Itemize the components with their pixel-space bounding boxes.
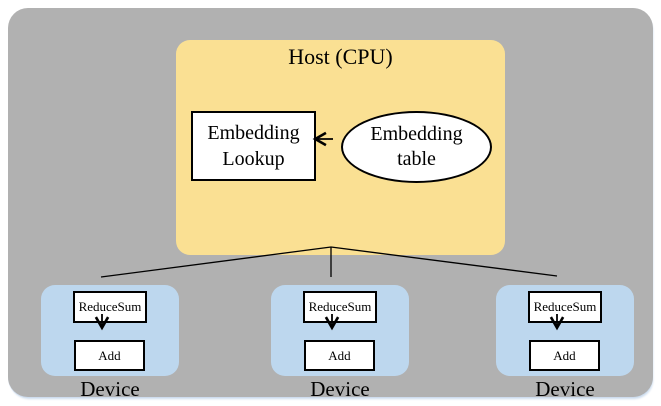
host-title: Host (CPU) (288, 44, 393, 69)
add-label-2: Add (328, 347, 351, 363)
host-cpu-container: Host (CPU) Embedding Lookup Embedding ta… (176, 40, 505, 255)
device-label-2: Device (310, 377, 370, 401)
device-group-2: ReduceSum Add Device (271, 285, 409, 405)
reducesum-node-3: ReduceSum (528, 291, 602, 323)
embedding-table-label-line2: table (397, 148, 436, 170)
add-node-3: Add (529, 340, 600, 371)
device-label-1: Device (80, 377, 140, 401)
reducesum-label-3: ReduceSum (533, 299, 597, 314)
embedding-lookup-node: Embedding Lookup (191, 111, 316, 181)
embedding-table-label-line1: Embedding (370, 123, 463, 145)
device-group-3: ReduceSum Add Device (496, 285, 634, 405)
reducesum-node-2: ReduceSum (303, 291, 377, 323)
add-node-2: Add (304, 340, 375, 371)
diagram-canvas: Host (CPU) Embedding Lookup Embedding ta… (8, 8, 653, 401)
embedding-lookup-label-line1: Embedding (207, 122, 300, 144)
reducesum-label-2: ReduceSum (308, 299, 372, 314)
device-panel-1: ReduceSum Add (41, 285, 179, 376)
device-panel-2: ReduceSum Add (271, 285, 409, 376)
add-label-3: Add (553, 347, 576, 363)
device-panel-3: ReduceSum Add (496, 285, 634, 376)
device-label-3: Device (535, 377, 595, 401)
device-group-1: ReduceSum Add Device (41, 285, 179, 405)
embedding-lookup-label-line2: Lookup (222, 148, 285, 170)
embedding-table-node: Embedding table (341, 111, 492, 183)
add-node-1: Add (74, 340, 145, 371)
add-label-1: Add (98, 347, 121, 363)
reducesum-node-1: ReduceSum (73, 291, 147, 323)
reducesum-label-1: ReduceSum (78, 299, 142, 314)
